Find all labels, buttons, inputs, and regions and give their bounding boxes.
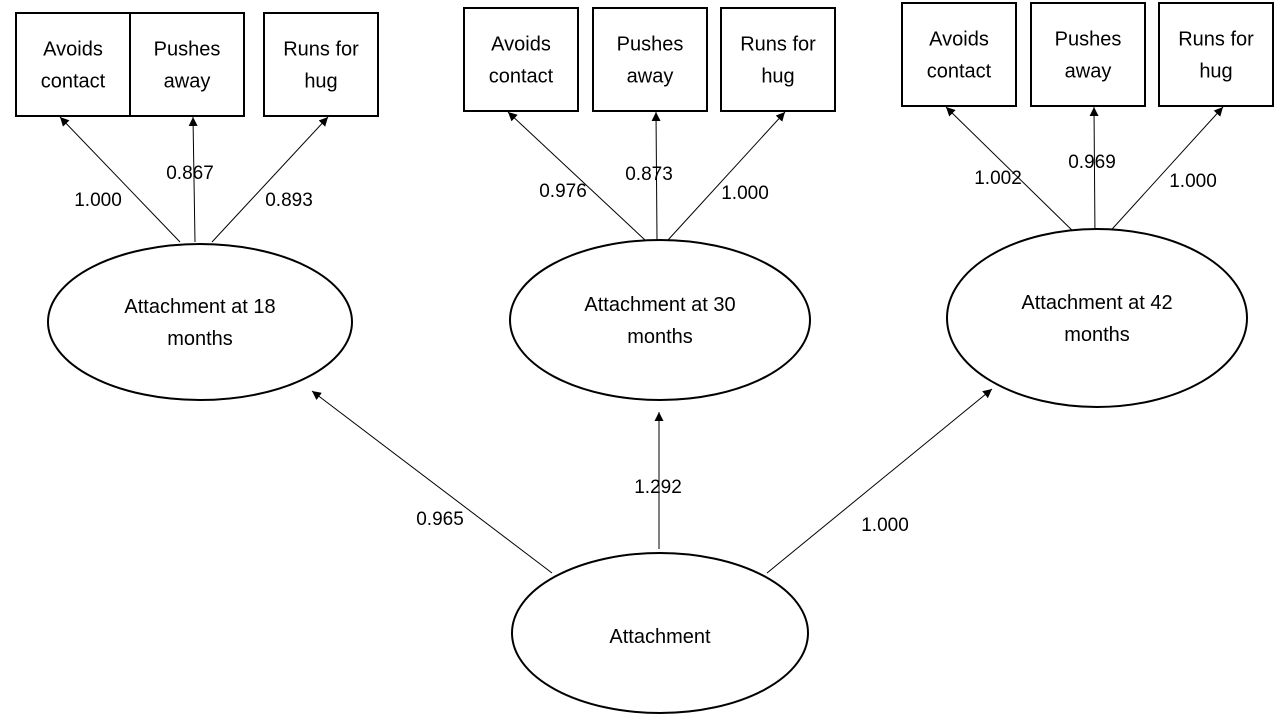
- indicator-label-30-0: Avoids contact: [489, 34, 554, 88]
- factor-loading-30: 1.292: [634, 477, 682, 498]
- indicator-label-18-0-line: contact: [41, 71, 106, 93]
- indicator-label-18-1-line: Pushes: [154, 39, 221, 61]
- indicator-label-42-1-line: away: [1065, 61, 1112, 83]
- factor-label-30: Attachment at 30 months: [584, 294, 735, 348]
- indicator-box-30-2: [720, 7, 836, 112]
- indicator-label-42-1-line: Pushes: [1055, 29, 1122, 51]
- loading-18-1: 0.867: [166, 163, 214, 184]
- indicator-label-42-1: Pushes away: [1055, 29, 1122, 83]
- attachment-ellipse: [511, 552, 809, 714]
- factor-path-18: [311, 390, 553, 574]
- loading-42-0: 1.002: [974, 168, 1022, 189]
- indicator-label-30-0-line: contact: [489, 66, 554, 88]
- loading-18-2: 0.893: [265, 190, 313, 211]
- loading-path-42-2: [1103, 106, 1224, 239]
- factor-ellipse-18: [47, 243, 353, 401]
- indicator-label-18-2: Runs for hug: [283, 39, 359, 93]
- indicator-label-30-2-line: hug: [761, 66, 794, 88]
- factor-label-30-line: months: [627, 326, 693, 348]
- indicator-label-18-0-line: Avoids: [43, 39, 103, 61]
- loading-path-18-0: [59, 116, 181, 243]
- indicator-label-18-2-line: Runs for: [283, 39, 359, 61]
- indicator-label-18-1: Pushes away: [154, 39, 221, 93]
- factor-loading-42: 1.000: [861, 515, 909, 536]
- factor-path-42: [766, 388, 993, 574]
- indicator-label-42-0-line: contact: [927, 61, 992, 83]
- factor-ellipse-30: [509, 239, 811, 401]
- indicator-label-42-2-line: Runs for: [1178, 29, 1254, 51]
- indicator-label-30-1: Pushes away: [617, 34, 684, 88]
- factor-label-18-line: Attachment at 18: [124, 296, 275, 318]
- loading-30-2: 1.000: [721, 183, 769, 204]
- indicator-label-18-1-line: away: [164, 71, 211, 93]
- factor-label-18: Attachment at 18 months: [124, 296, 275, 350]
- loading-path-30-0: [507, 111, 646, 241]
- loading-path-42-0: [945, 106, 1081, 239]
- indicator-box-42-2: [1158, 2, 1274, 107]
- loading-path-30-2: [667, 111, 786, 241]
- factor-label-18-line: months: [167, 328, 233, 350]
- indicator-box-18-1: [129, 12, 245, 117]
- factor-label-42-line: Attachment at 42: [1021, 292, 1172, 314]
- loading-42-2: 1.000: [1169, 171, 1217, 192]
- indicator-label-42-2: Runs for hug: [1178, 29, 1254, 83]
- loading-path-18-2: [211, 116, 329, 243]
- indicator-label-42-0-line: Avoids: [929, 29, 989, 51]
- loading-path-42-1: [1089, 106, 1099, 239]
- indicator-box-30-1: [592, 7, 708, 112]
- indicator-box-18-0: [15, 12, 131, 117]
- indicator-label-42-2-line: hug: [1199, 61, 1232, 83]
- indicator-label-30-1-line: away: [627, 66, 674, 88]
- indicator-label-30-2-line: Runs for: [740, 34, 816, 56]
- loading-path-30-1: [651, 111, 661, 241]
- attachment-label: Attachment: [609, 626, 711, 648]
- indicator-label-18-2-line: hug: [304, 71, 337, 93]
- loading-18-0: 1.000: [74, 190, 122, 211]
- indicator-box-18-2: [263, 12, 379, 117]
- factor-label-30-line: Attachment at 30: [584, 294, 735, 316]
- loading-30-0: 0.976: [539, 181, 587, 202]
- loading-30-1: 0.873: [625, 164, 673, 185]
- indicator-box-30-0: [463, 7, 579, 112]
- factor-label-42: Attachment at 42 months: [1021, 292, 1172, 346]
- indicator-box-42-1: [1030, 2, 1146, 107]
- loading-path-18-1: [188, 116, 198, 243]
- factor-label-42-line: months: [1064, 324, 1130, 346]
- factor-loading-18: 0.965: [416, 509, 464, 530]
- indicator-label-30-0-line: Avoids: [491, 34, 551, 56]
- indicator-label-30-2: Runs for hug: [740, 34, 816, 88]
- factor-ellipse-42: [946, 228, 1248, 408]
- indicator-label-42-0: Avoids contact: [927, 29, 992, 83]
- indicator-label-18-0: Avoids contact: [41, 39, 106, 93]
- indicator-label-30-1-line: Pushes: [617, 34, 684, 56]
- indicator-box-42-0: [901, 2, 1017, 107]
- loading-42-1: 0.969: [1068, 152, 1116, 173]
